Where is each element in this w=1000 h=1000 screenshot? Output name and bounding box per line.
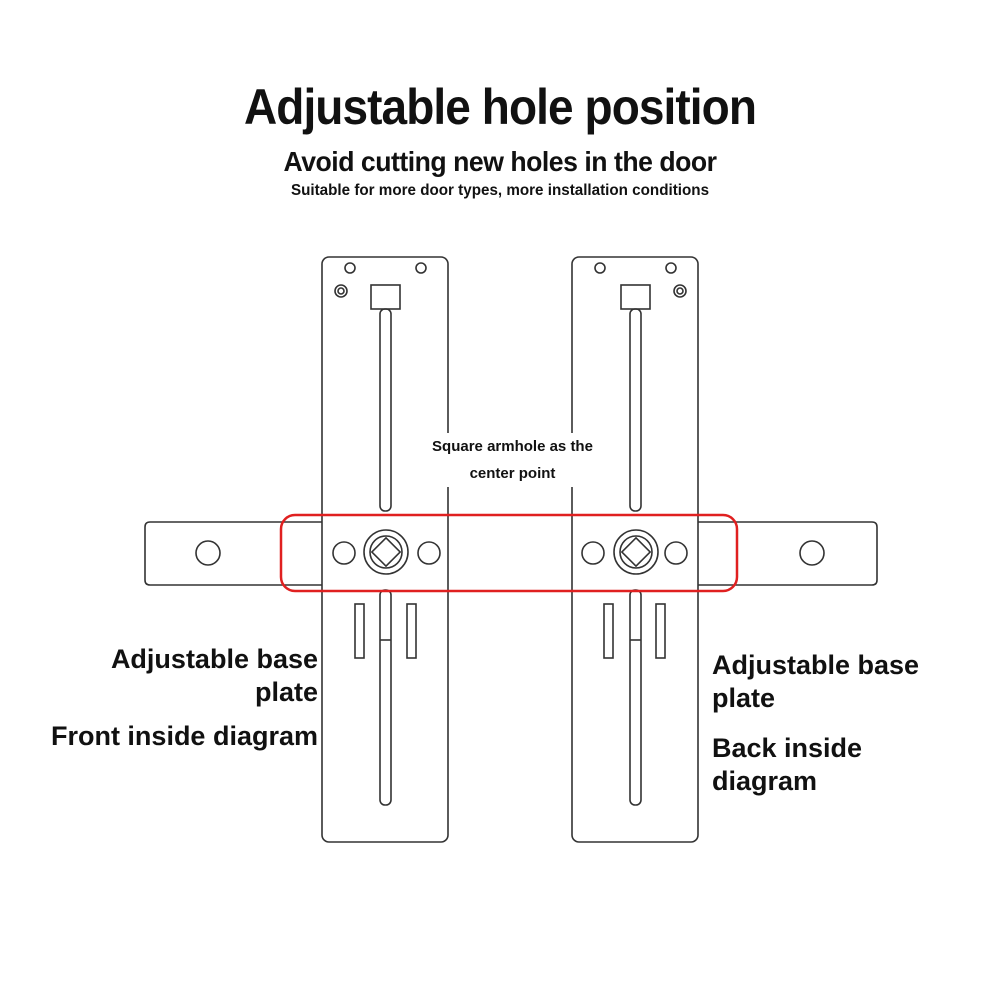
front-screw-hole: [334, 284, 348, 298]
front-plate: [144, 256, 449, 843]
front-upper-slot: [379, 308, 392, 512]
front-lower-center-slot: [379, 589, 392, 806]
front-square-armhole: [370, 536, 402, 568]
front-plate-body: [321, 256, 449, 843]
back-side-hole: [581, 541, 605, 565]
front-handle-hole: [195, 540, 221, 566]
front-screw-hole: [344, 262, 356, 274]
front-screw-hole-inner: [337, 287, 345, 295]
back-lower-slot: [603, 603, 614, 659]
back-base-plate-label-line1: Adjustable base: [712, 650, 920, 680]
back-plate-body: [571, 256, 699, 843]
front-spindle-ring: [369, 535, 403, 569]
back-upper-slot: [629, 308, 642, 512]
front-lower-slot: [354, 603, 365, 659]
back-square-armhole: [620, 536, 652, 568]
front-base-plate-label-line1: Adjustable base: [110, 644, 318, 674]
back-screw-hole: [673, 284, 687, 298]
page-subtitle-small: Suitable for more door types, more insta…: [290, 182, 710, 199]
back-plate: [571, 256, 878, 843]
back-diagram-label-line2: diagram: [712, 766, 818, 796]
back-spindle-ring: [619, 535, 653, 569]
front-top-square: [370, 284, 401, 310]
front-base-plate-label-line2: plate: [254, 677, 318, 707]
page-subtitle: Avoid cutting new holes in the door: [283, 146, 717, 177]
front-handle-lever: [144, 521, 322, 586]
back-screw-hole: [665, 262, 677, 274]
back-top-square: [620, 284, 651, 310]
center-point-note: Square armhole as the center point: [430, 433, 595, 487]
center-highlight-box: [279, 513, 739, 593]
back-side-hole: [664, 541, 688, 565]
back-base-plate-label-line2: plate: [712, 683, 776, 713]
back-handle-lever: [698, 521, 878, 586]
back-screw-hole-inner: [676, 287, 684, 295]
front-side-hole: [417, 541, 441, 565]
back-lower-slot: [655, 603, 666, 659]
front-lower-slot: [406, 603, 417, 659]
back-spindle-hub: [613, 529, 659, 575]
front-side-hole: [332, 541, 356, 565]
back-handle-hole: [799, 540, 825, 566]
front-screw-hole: [415, 262, 427, 274]
back-lower-center-slot: [629, 589, 642, 806]
back-diagram-label-line1: Back inside: [712, 733, 863, 763]
front-spindle-hub: [363, 529, 409, 575]
back-screw-hole: [594, 262, 606, 274]
page-title: Adjustable hole position: [243, 79, 757, 135]
front-diagram-label: Front inside diagram: [50, 721, 318, 751]
